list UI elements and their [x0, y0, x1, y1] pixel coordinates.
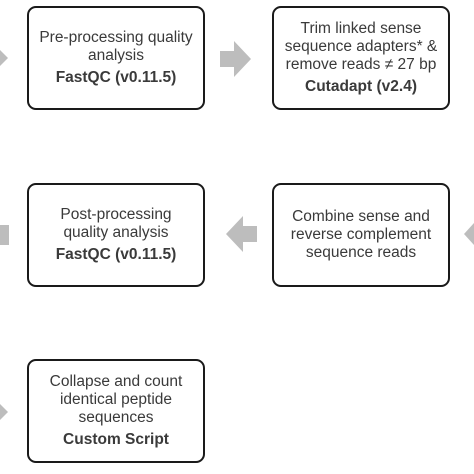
arrow-partial-left-row3 [0, 404, 8, 420]
step-box-trim-adapters: Trim linked sense sequence adapters* & r… [272, 6, 450, 110]
arrow-step3-to-step4 [226, 216, 257, 252]
step-text-line: Combine sense and [292, 208, 430, 225]
step-text-line: Trim linked sense [300, 20, 422, 37]
arrow-partial-left-row2 [0, 225, 9, 245]
step-tool-label: Cutadapt (v2.4) [305, 78, 417, 95]
step-text-line: sequences [78, 409, 154, 426]
arrow-partial-right-row2 [464, 223, 474, 245]
step-box-preprocessing-qc: Pre-processing quality analysis FastQC (… [27, 6, 205, 110]
step-text-line: analysis [88, 47, 144, 64]
step-box-combine-reads: Combine sense and reverse complement seq… [272, 183, 450, 287]
step-text-line: identical peptide [59, 391, 173, 408]
step-box-collapse-count: Collapse and count identical peptide seq… [27, 359, 205, 463]
arrow-partial-left-row1 [0, 50, 8, 66]
step-box-postprocessing-qc: Post-processing quality analysis FastQC … [27, 183, 205, 287]
arrow-step1-to-step2 [220, 41, 251, 77]
step-tool-label: FastQC (v0.11.5) [55, 246, 177, 263]
step-text-line: Post-processing [60, 206, 172, 223]
step-text-line: sequence reads [305, 244, 417, 261]
step-tool-label: Custom Script [63, 431, 169, 448]
step-text-line: remove reads ≠ 27 bp [285, 56, 437, 73]
step-text-line: sequence adapters* & [284, 38, 438, 55]
step-text-line: quality analysis [63, 224, 169, 241]
step-text-line: Pre-processing quality [39, 29, 193, 46]
step-tool-label: FastQC (v0.11.5) [55, 69, 177, 86]
step-text-line: reverse complement [290, 226, 432, 243]
step-text-line: Collapse and count [49, 373, 183, 390]
